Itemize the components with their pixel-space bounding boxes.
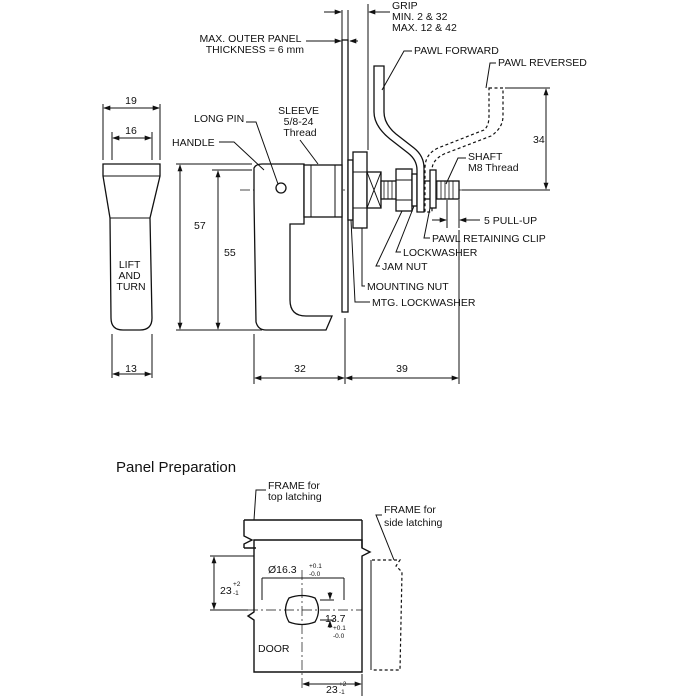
- max-outer-panel-line-1: MAX. OUTER PANEL: [200, 33, 302, 45]
- frame-side-latching: [372, 559, 403, 671]
- dim-handle-height-55: 55: [224, 247, 236, 259]
- lift-and-turn-line-2: AND: [118, 270, 141, 282]
- leader-frame-side: [375, 514, 395, 561]
- dim-vertical-tol-lower: -1: [233, 590, 239, 597]
- leader-long-pin: [246, 121, 279, 185]
- panel-preparation: Panel Preparation FRAME for top latching…: [116, 459, 443, 696]
- leader-shaft: [445, 157, 466, 185]
- grip-line-2: MIN. 2 & 32: [392, 11, 448, 23]
- leader-sleeve: [299, 139, 319, 165]
- pawl-reversed-label: PAWL REVERSED: [498, 57, 587, 69]
- door-panel: [246, 539, 372, 673]
- frame-top-latching: [243, 519, 363, 549]
- sleeve: [303, 164, 343, 218]
- handle-front-view: LIFT AND TURN 19 16 13: [102, 95, 161, 378]
- lockwasher-label: LOCKWASHER: [403, 247, 478, 259]
- pawl-forward: [373, 65, 425, 213]
- grip-label: GRIP MIN. 2 & 32 MAX. 12 & 42: [392, 0, 457, 34]
- dim-handle-height-57: 57: [194, 220, 206, 232]
- dim-width-16: 16: [125, 125, 137, 137]
- leader-frame-top: [253, 489, 266, 521]
- dim-flat-width-tol-upper: +0.1: [333, 625, 346, 632]
- dim-handle-depth-32: 32: [294, 363, 306, 375]
- shaft-line-2: M8 Thread: [468, 162, 519, 174]
- dim-horizontal-tol-upper: +2: [339, 681, 347, 688]
- svg-text:LIFT AND TURN: LIFT AND TURN: [116, 259, 145, 293]
- max-outer-panel-label: MAX. OUTER PANEL THICKNESS = 6 mm: [200, 33, 305, 56]
- pawl-retaining-clip: [429, 169, 437, 209]
- leader-handle: [219, 141, 265, 171]
- pawl-reversed: [424, 87, 504, 213]
- leader-mounting-nut: [361, 228, 365, 287]
- lockwasher: [411, 173, 418, 207]
- handle-front-top-edge: [103, 175, 160, 219]
- outer-panel: [341, 39, 349, 313]
- handle-front-outline: [102, 163, 161, 331]
- sleeve-label: SLEEVE 5/8-24 Thread: [278, 105, 322, 139]
- dim-horizontal-23: 23: [326, 684, 338, 696]
- lift-and-turn-line-1: LIFT: [119, 259, 141, 271]
- dim-vertical-23: 23: [220, 585, 232, 597]
- dim-hole-diameter-tol-lower: -0.0: [309, 571, 321, 578]
- mtg-lockwasher: [347, 159, 354, 221]
- cam-body-cross: [366, 171, 382, 209]
- door-label: DOOR: [258, 643, 290, 655]
- dim-hole-diameter-tol-upper: +0.1: [309, 563, 322, 570]
- pull-up-label: 5 PULL-UP: [484, 215, 537, 227]
- frame-top-label: FRAME for top latching: [268, 480, 323, 503]
- dim-width-19: 19: [125, 95, 137, 107]
- leader-retaining-clip: [423, 207, 431, 239]
- leader-pawl-reversed: [485, 62, 496, 89]
- dim-width-13: 13: [125, 363, 137, 375]
- pawl-retaining-clip-label: PAWL RETAINING CLIP: [432, 233, 546, 245]
- sleeve-line-1: SLEEVE: [278, 105, 319, 117]
- frame-side-line-2: side latching: [384, 517, 443, 529]
- leader-pawl-forward: [381, 50, 412, 91]
- frame-side-line-1: FRAME for: [384, 504, 436, 516]
- dim-hole-diameter: Ø16.3: [268, 564, 297, 576]
- dim-horizontal-tol-lower: -1: [339, 689, 345, 696]
- panel-preparation-title: Panel Preparation: [116, 459, 236, 476]
- jam-nut-label: JAM NUT: [382, 261, 428, 273]
- dim-pawl-offset-34: 34: [533, 134, 545, 146]
- pawl-forward-label: PAWL FORWARD: [414, 45, 499, 57]
- sleeve-line-3: Thread: [283, 127, 316, 139]
- frame-top-line-2: top latching: [268, 491, 322, 503]
- leader-jam-nut: [375, 210, 403, 267]
- grip-line-1: GRIP: [392, 0, 418, 12]
- dim-flat-width: 13.7: [325, 613, 346, 625]
- frame-top-line-1: FRAME for: [268, 480, 320, 492]
- latch-side-view: LONG PIN HANDLE SLEEVE 5/8-24 Thread MAX…: [172, 0, 587, 384]
- lift-and-turn-line-3: TURN: [116, 281, 145, 293]
- long-pin-label: LONG PIN: [194, 113, 244, 125]
- grip-line-3: MAX. 12 & 42: [392, 22, 457, 34]
- mounting-nut: [352, 151, 368, 229]
- mtg-lockwasher-label: MTG. LOCKWASHER: [372, 297, 476, 309]
- long-pin-circle: [275, 182, 287, 194]
- frame-side-label: FRAME for side latching: [384, 504, 443, 529]
- dim-vertical-tol-upper: +2: [233, 581, 241, 588]
- handle-label: HANDLE: [172, 137, 215, 149]
- max-outer-panel-line-2: THICKNESS = 6 mm: [206, 44, 305, 56]
- leader-mtg-lockwasher: [350, 219, 370, 303]
- mounting-nut-label: MOUNTING NUT: [367, 281, 449, 293]
- dim-flat-width-tol-lower: -0.0: [333, 633, 345, 640]
- leader-lockwasher: [395, 205, 415, 253]
- shaft-label: SHAFT M8 Thread: [468, 151, 519, 174]
- jam-nut: [395, 168, 413, 212]
- shaft-line-1: SHAFT: [468, 151, 503, 163]
- dim-body-depth-39: 39: [396, 363, 408, 375]
- sleeve-line-2: 5/8-24: [284, 116, 314, 128]
